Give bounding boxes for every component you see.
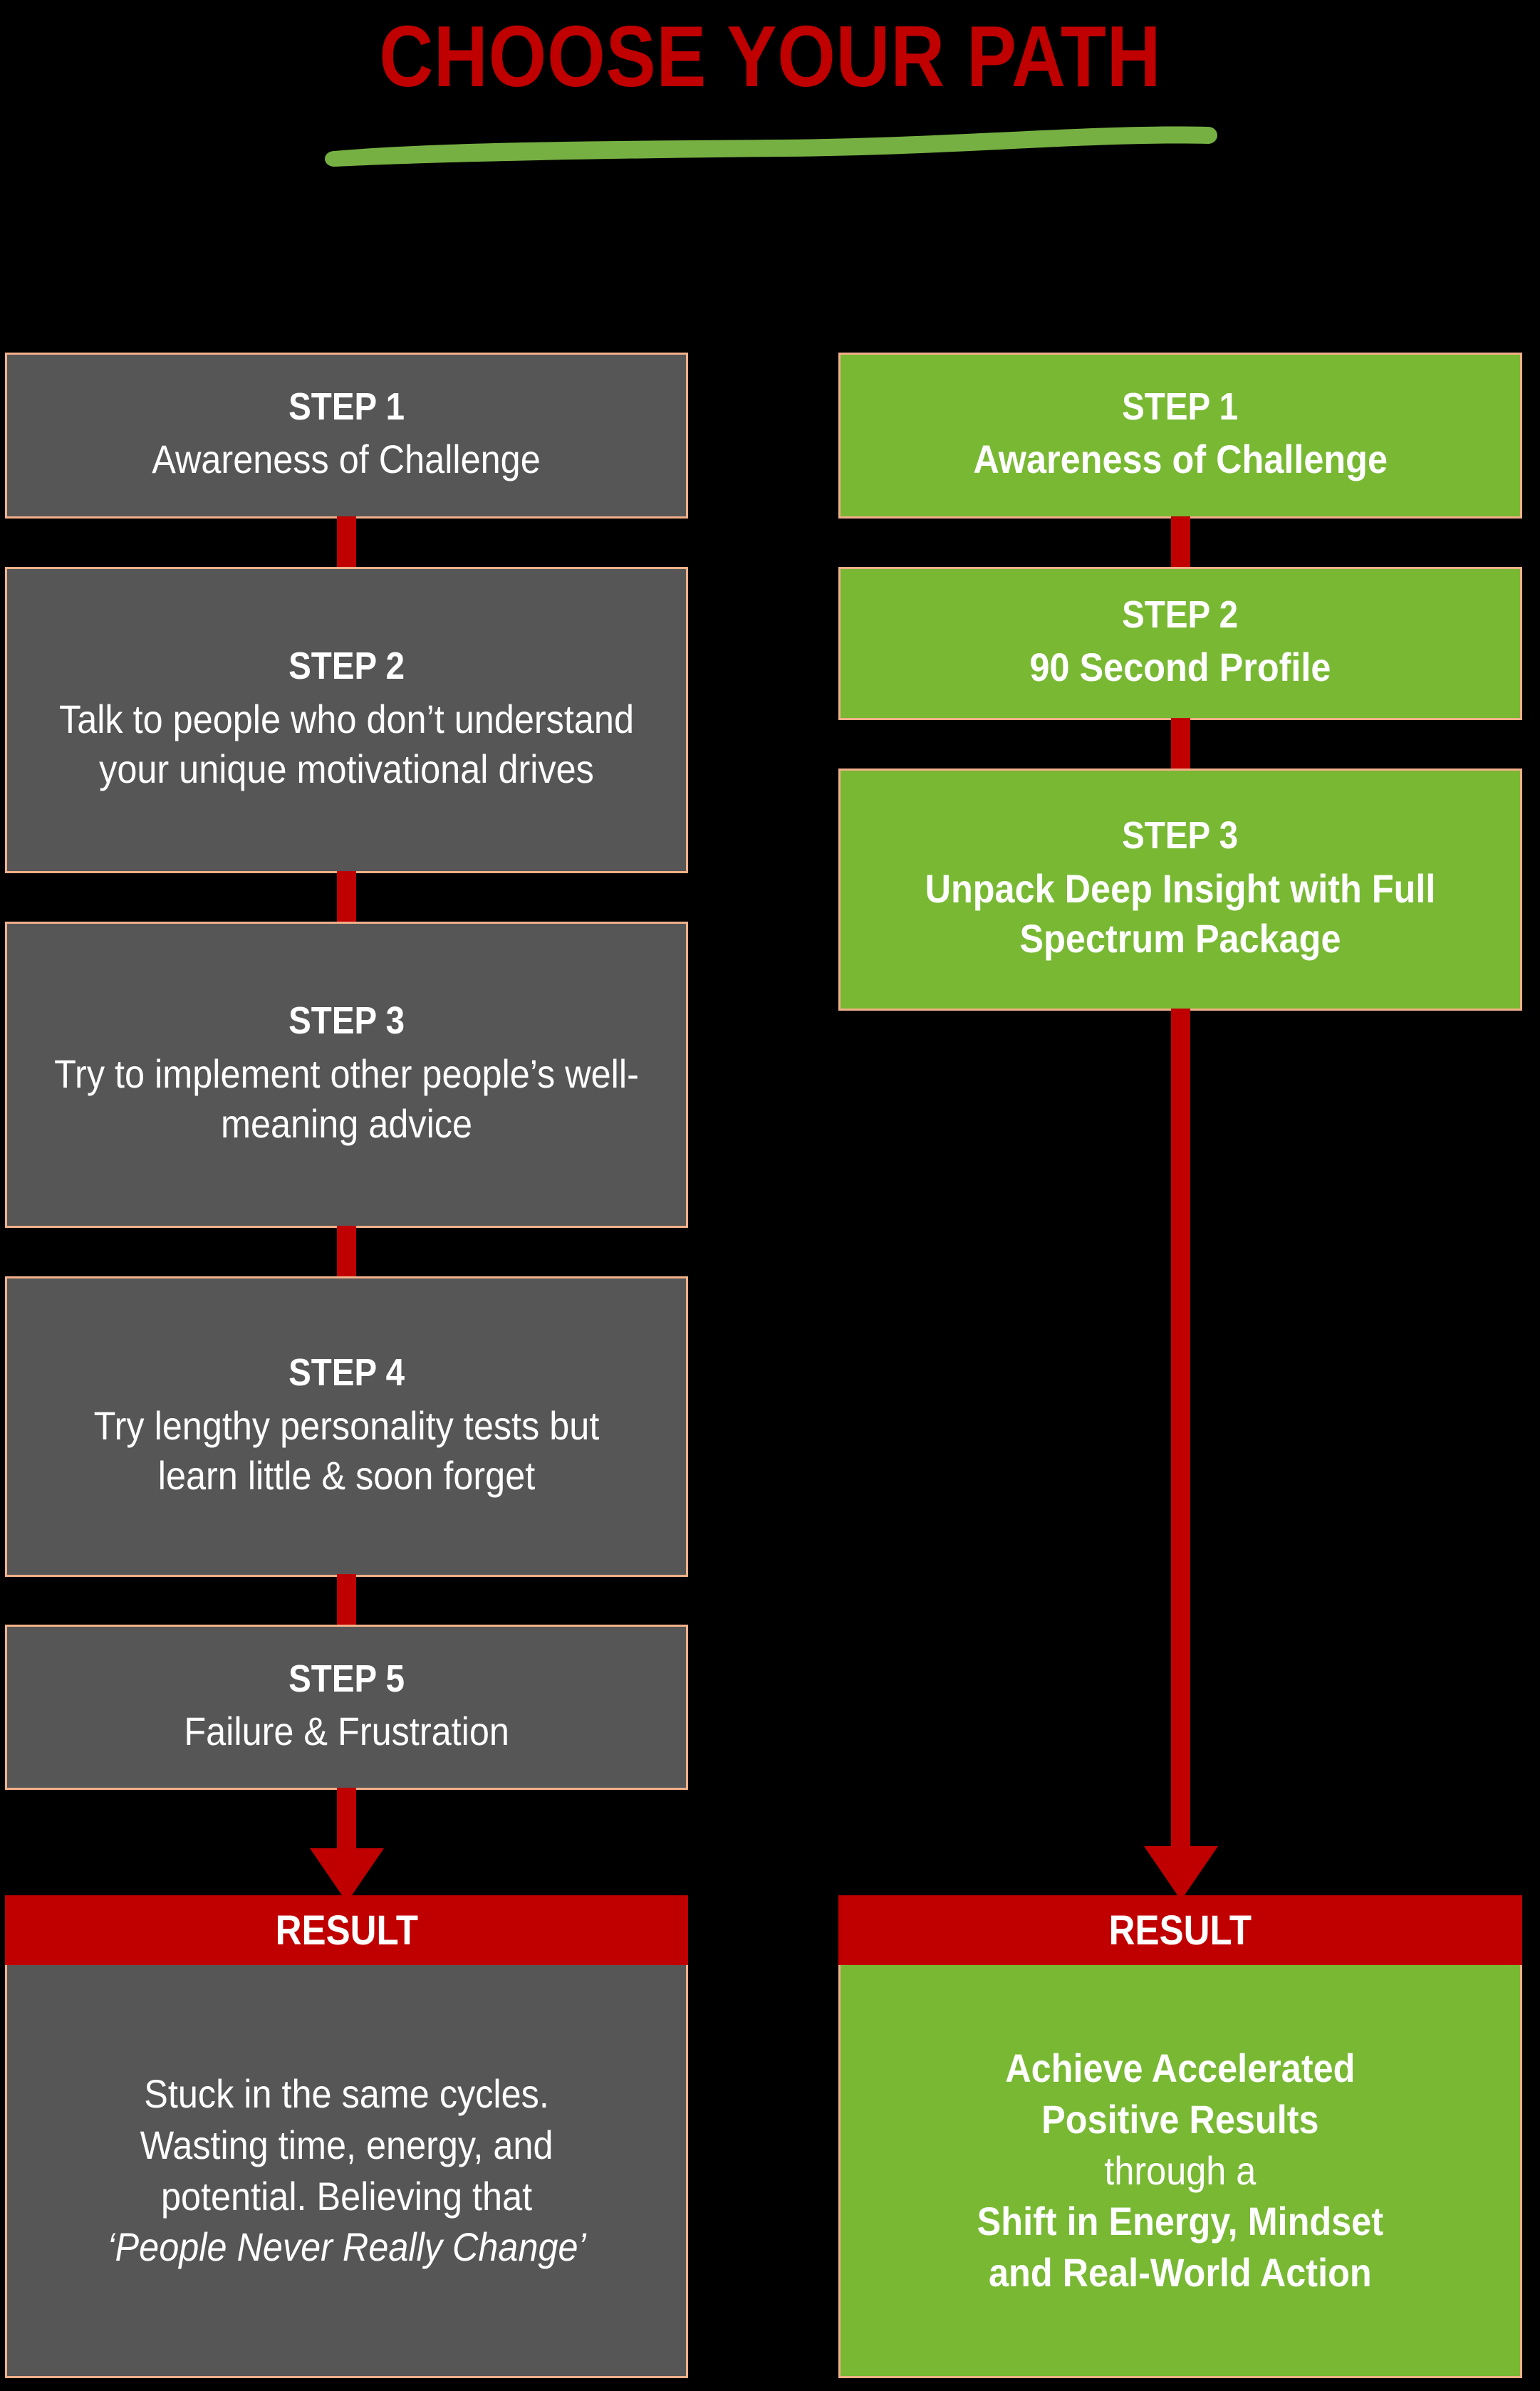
right-result-line-5: and Real-World Action: [989, 2250, 1372, 2295]
right-result-line-3: through a: [1104, 2147, 1257, 2193]
right-result-arrow-head-icon: [1144, 1846, 1218, 1900]
left-step-3-body: Try to implement other people’s well-mea…: [54, 1051, 639, 1147]
left-step-1-body: Awareness of Challenge: [152, 437, 541, 482]
right-result-body: Achieve Accelerated Positive Results thr…: [838, 1965, 1522, 2378]
left-result-arrow-head-icon: [310, 1848, 384, 1902]
left-connector-2-3: [337, 871, 356, 924]
right-step-3-box[interactable]: STEP 3 Unpack Deep Insight with Full Spe…: [838, 769, 1522, 1011]
left-result-line-3: potential. Believing that: [160, 2173, 533, 2219]
right-connector-1-2: [1171, 516, 1190, 569]
left-step-4-label: STEP 4: [288, 1351, 405, 1395]
right-result-arrow-shaft: [1171, 1009, 1190, 1849]
right-step-1-body: Awareness of Challenge: [973, 437, 1388, 482]
left-step-5-label: STEP 5: [288, 1657, 405, 1700]
left-connector-3-4: [337, 1226, 356, 1278]
left-step-4-body: Try lengthy personality tests but learn …: [93, 1402, 600, 1499]
right-step-2-box[interactable]: STEP 2 90 Second Profile: [838, 567, 1522, 720]
right-result-line-2: Positive Results: [1041, 2096, 1319, 2142]
right-result-header-text: RESULT: [1108, 1907, 1252, 1954]
left-result-body: Stuck in the same cycles. Wasting time, …: [5, 1965, 688, 2378]
left-result-line-2: Wasting time, energy, and: [140, 2122, 553, 2167]
right-result-line-1: Achieve Accelerated: [1005, 2046, 1356, 2091]
left-step-1-label: STEP 1: [288, 385, 405, 429]
right-result-header: RESULT: [838, 1895, 1522, 1965]
right-step-3-body: Unpack Deep Insight with Full Spectrum P…: [925, 865, 1436, 962]
right-result-line-4: Shift in Energy, Mindset: [977, 2199, 1384, 2244]
left-connector-1-2: [337, 516, 356, 569]
left-result-quote: ‘People Never Really Change’: [107, 2224, 586, 2270]
right-step-1-label: STEP 1: [1122, 385, 1239, 429]
right-step-3-label: STEP 3: [1122, 814, 1239, 858]
left-result-line-1: Stuck in the same cycles.: [144, 2071, 549, 2117]
left-step-5-body: Failure & Frustration: [184, 1708, 509, 1754]
right-connector-2-3: [1171, 718, 1190, 771]
left-step-1-box[interactable]: STEP 1 Awareness of Challenge: [5, 353, 688, 519]
left-step-3-label: STEP 3: [288, 999, 405, 1043]
left-step-2-label: STEP 2: [288, 645, 405, 688]
right-step-2-label: STEP 2: [1122, 593, 1239, 637]
left-result-header: RESULT: [5, 1895, 688, 1965]
left-connector-4-5: [337, 1574, 356, 1627]
left-step-4-box[interactable]: STEP 4 Try lengthy personality tests but…: [5, 1276, 688, 1577]
right-step-1-box[interactable]: STEP 1 Awareness of Challenge: [838, 353, 1522, 519]
left-step-2-body: Talk to people who don’t understand your…: [59, 696, 634, 792]
left-result-arrow-shaft: [337, 1788, 356, 1852]
left-step-5-box[interactable]: STEP 5 Failure & Frustration: [5, 1625, 688, 1790]
page-title-text: CHOOSE YOUR PATH: [378, 8, 1162, 105]
right-step-2-body: 90 Second Profile: [1029, 645, 1331, 690]
brush-stroke-underline-icon: [325, 126, 1217, 167]
page-title: CHOOSE YOUR PATH: [0, 13, 1540, 100]
left-step-2-box[interactable]: STEP 2 Talk to people who don’t understa…: [5, 567, 688, 873]
left-step-3-box[interactable]: STEP 3 Try to implement other people’s w…: [5, 922, 688, 1228]
left-result-header-text: RESULT: [275, 1907, 418, 1954]
